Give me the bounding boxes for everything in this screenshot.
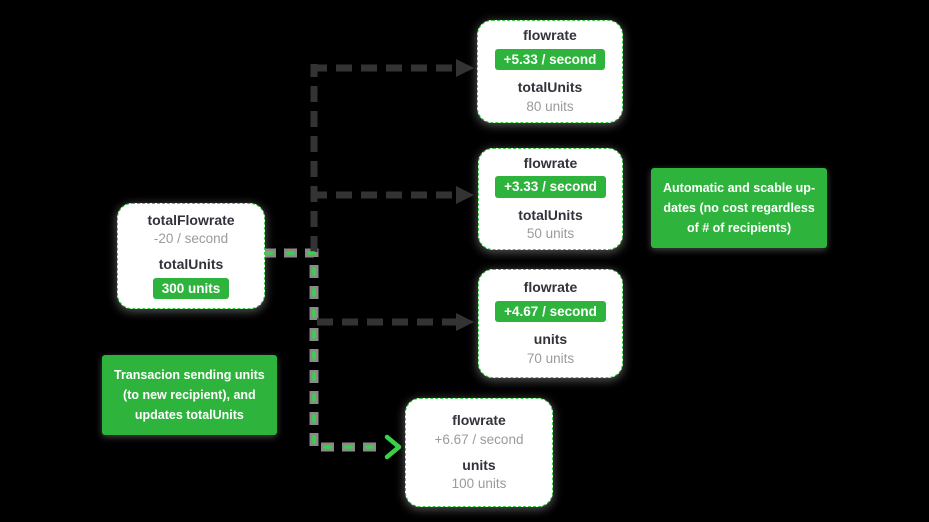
recipient4-units-label: units (462, 456, 496, 473)
note-right-line2: dates (no cost regardless (663, 201, 815, 215)
note-right-line3: of # of recipients) (686, 221, 792, 235)
recipient4-flowrate-value: +6.67 / second (434, 431, 524, 447)
recipient1-flowrate-value-highlight: +5.33 / second (494, 48, 606, 71)
recipient-card-3: flowrate +4.67 / second units 70 units (478, 269, 623, 378)
recipient4-flowrate-label: flowrate (452, 412, 506, 429)
note-left-line3-strong: totalUnits (186, 408, 244, 422)
note-left-line2: (to new recipient), and (123, 388, 256, 402)
sender-units-label: totalUnits (158, 256, 224, 273)
sender-card: totalFlowrate -20 / second totalUnits 30… (117, 203, 265, 309)
note-automatic-updates: Automatic and scable up- dates (no cost … (651, 168, 828, 248)
note-transaction-sending-units: Transacion sending units (to new recipie… (102, 355, 277, 435)
recipient2-units-value: 50 units (526, 226, 575, 242)
recipient4-units-value: 100 units (451, 475, 507, 491)
recipient3-units-label: units (533, 331, 568, 348)
recipient-card-1: flowrate +5.33 / second totalUnits 80 un… (477, 20, 623, 123)
arrowhead-icon-branch-3 (456, 313, 474, 331)
recipient2-flowrate-label: flowrate (523, 154, 578, 171)
new-stream-base-line (263, 248, 382, 452)
recipient3-units-value: 70 units (526, 350, 575, 366)
note-left-line3-prefix: updates (134, 408, 187, 422)
arrowhead-icon-branch-1 (456, 59, 474, 77)
recipient1-flowrate-label: flowrate (523, 27, 577, 44)
recipient3-flowrate-label: flowrate (523, 279, 578, 296)
recipient1-units-label: totalUnits (517, 79, 583, 96)
recipient2-units-label: totalUnits (518, 206, 583, 223)
note-left-line1: Transacion sending units (114, 368, 265, 382)
sender-units-value-highlight: 300 units (152, 277, 230, 300)
note-right-line1: Automatic and scable up- (663, 181, 816, 195)
new-stream-green-dashes (261, 251, 384, 449)
sender-flowrate-value: -20 / second (153, 231, 229, 247)
recipient3-flowrate-value-highlight: +4.67 / second (495, 300, 606, 323)
recipient-card-4-new: flowrate +6.67 / second units 100 units (405, 398, 553, 507)
recipient-card-2: flowrate +3.33 / second totalUnits 50 un… (478, 148, 623, 250)
note-left-line3: updates totalUnits (114, 405, 265, 425)
recipient1-units-value: 80 units (526, 98, 574, 114)
sender-flowrate-label: totalFlowrate (147, 211, 235, 228)
arrowhead-icon-branch-2 (456, 186, 474, 204)
new-stream-arrowhead-icon (384, 434, 402, 460)
recipient2-flowrate-value-highlight: +3.33 / second (495, 176, 606, 198)
